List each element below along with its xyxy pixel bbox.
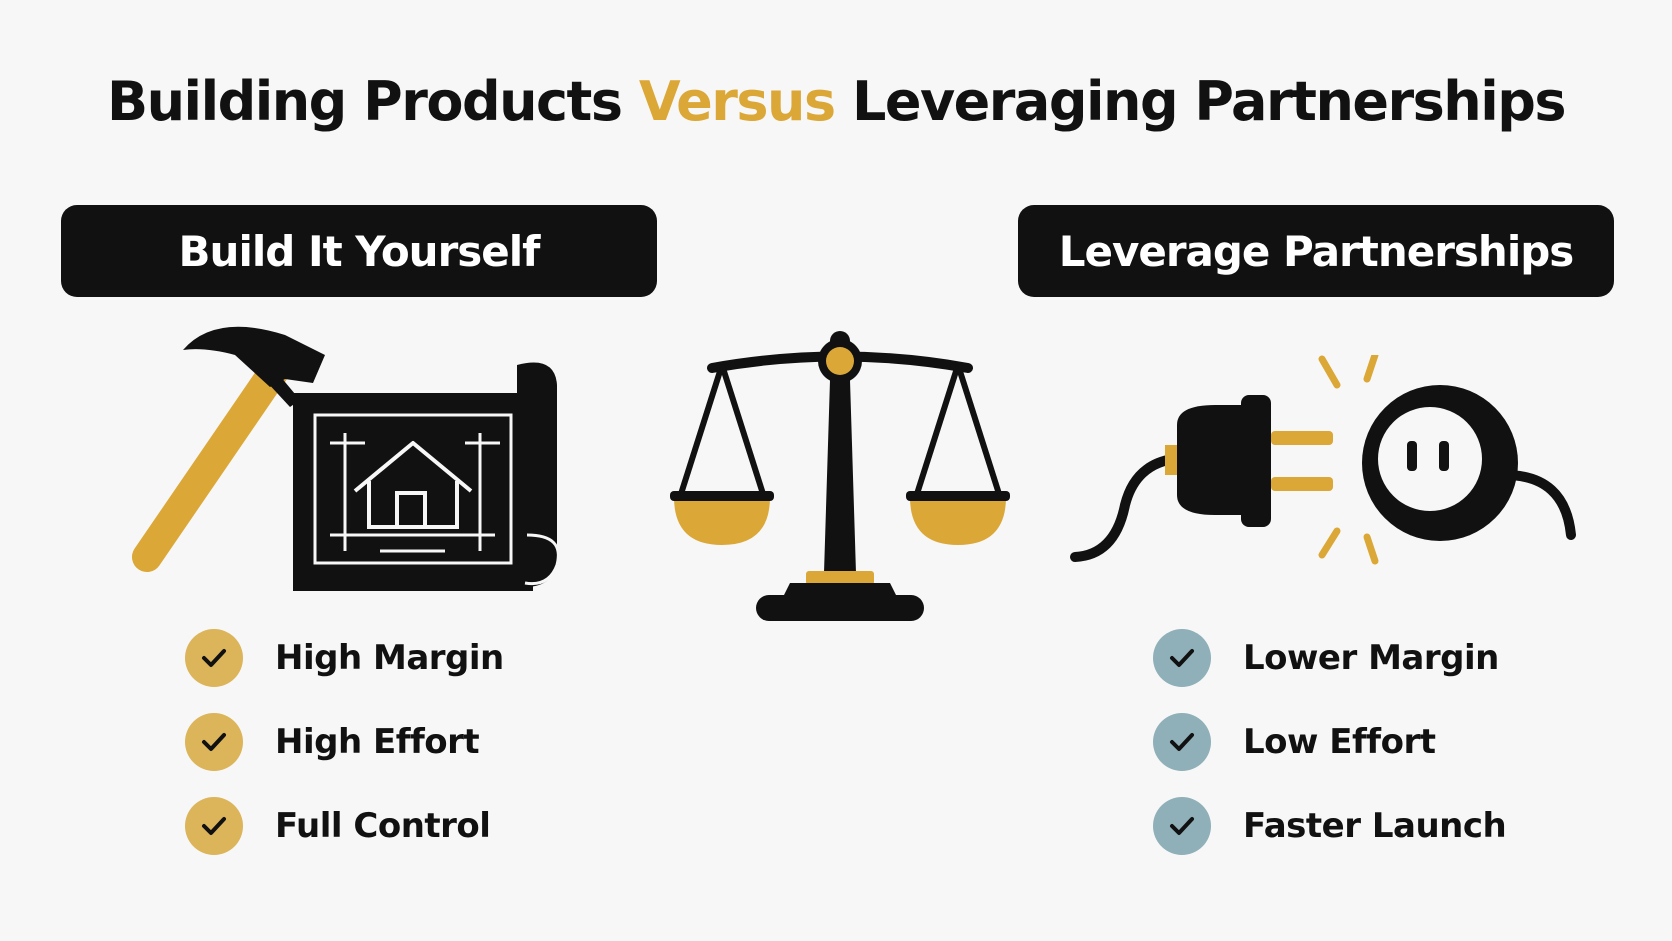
spark-lines [1318,355,1379,565]
blueprint-house-icon [293,362,560,591]
list-item-label: Full Control [275,806,491,846]
check-icon [1153,797,1211,855]
list-item-label: Low Effort [1243,722,1436,762]
list-item: Lower Margin [1153,616,1506,700]
title-accent-word: Versus [638,70,836,133]
title-part-2: Leveraging Partnerships [834,70,1567,133]
socket-icon [1362,385,1576,541]
check-icon [185,629,243,687]
check-icon [1153,629,1211,687]
title-part-1: Building Products [106,70,639,133]
list-item: Full Control [185,784,504,868]
page-title: Building Products Versus Leveraging Part… [0,70,1672,133]
list-item-label: High Margin [275,638,504,678]
build-benefits-list: High Margin High Effort Full Control [185,616,504,868]
build-heading-pill: Build It Yourself [61,205,657,297]
partnership-heading-label: Leverage Partnerships [1058,226,1575,276]
check-icon [1153,713,1211,771]
check-icon [185,713,243,771]
list-item-label: Lower Margin [1243,638,1499,678]
hammer-icon [132,326,325,572]
plug-socket-illustration [1070,355,1576,565]
list-item-label: Faster Launch [1243,806,1507,846]
plug-icon [1070,395,1333,562]
build-heading-label: Build It Yourself [178,226,541,276]
check-icon [185,797,243,855]
hammer-blueprint-illustration [132,326,560,591]
list-item: High Margin [185,616,504,700]
list-item: Low Effort [1153,700,1506,784]
list-item: Faster Launch [1153,784,1507,868]
partnership-heading-pill: Leverage Partnerships [1018,205,1614,297]
partnership-benefits-list: Lower Margin Low Effort Faster Launch [1153,616,1507,868]
list-item-label: High Effort [275,722,480,762]
list-item: High Effort [185,700,504,784]
balance-scale-icon [670,331,1010,621]
